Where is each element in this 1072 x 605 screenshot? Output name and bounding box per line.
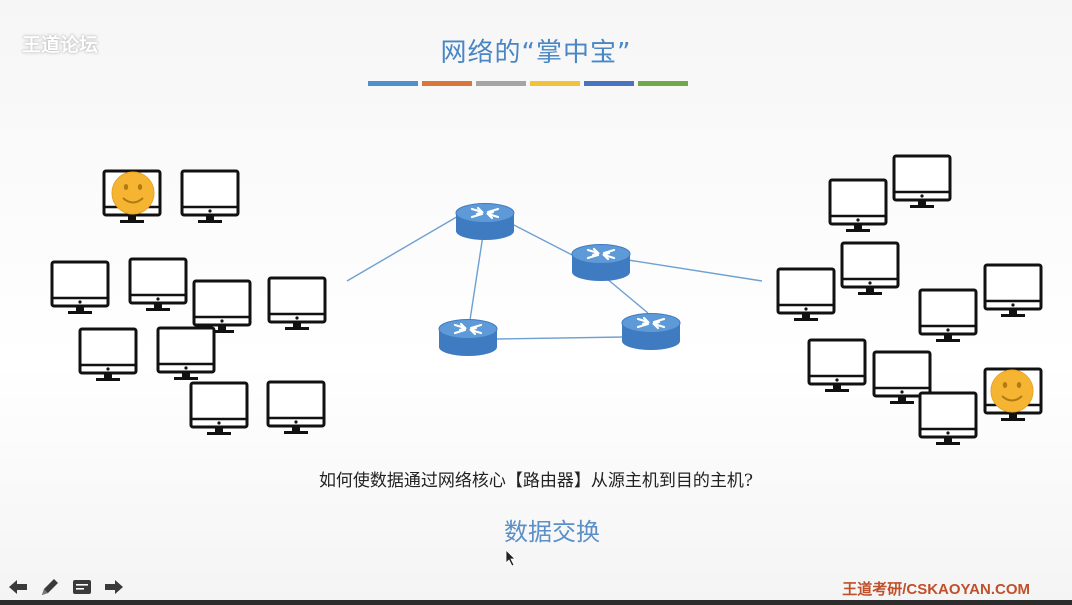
- host-computer-icon: [78, 327, 138, 383]
- title-bar-segment: [476, 81, 526, 86]
- host-computer-icon: [807, 338, 867, 394]
- brand-logo: 王道论坛: [22, 34, 99, 56]
- title-bar-segment: [584, 81, 634, 86]
- host-computer-icon: [918, 288, 978, 344]
- smiley-icon: [990, 369, 1034, 413]
- title-bar-segment: [638, 81, 688, 86]
- link-line: [346, 214, 461, 282]
- host-computer-icon: [189, 381, 249, 437]
- link-line: [627, 259, 763, 282]
- smiley-icon: [111, 171, 155, 215]
- router-icon: [620, 312, 682, 352]
- host-computer-icon: [918, 391, 978, 447]
- router-icon: [570, 243, 632, 283]
- host-computer-icon: [266, 380, 326, 436]
- slide-title: 网络的“掌中宝”: [440, 38, 632, 68]
- title-bar-segment: [368, 81, 418, 86]
- link-line: [605, 277, 649, 314]
- pen-icon[interactable]: [36, 574, 64, 600]
- slide-question: 如何使数据通过网络核心【路由器】从源主机到目的主机?: [318, 471, 754, 491]
- link-lines: [346, 214, 763, 340]
- host-computer-icon: [983, 263, 1043, 319]
- host-computer-icon: [892, 154, 952, 210]
- host-computer-icon: [828, 178, 888, 234]
- slide-toolbar: [4, 574, 128, 600]
- mouse-cursor-icon: [505, 549, 516, 567]
- host-computer-icon: [180, 169, 240, 225]
- title-bar-segment: [422, 81, 472, 86]
- watermark: 王道考研/CSKAOYAN.COM: [842, 581, 1030, 598]
- host-computer-icon: [267, 276, 327, 332]
- host-computer-icon: [128, 257, 188, 313]
- title-bar-segment: [530, 81, 580, 86]
- link-line: [507, 221, 579, 259]
- link-line: [496, 336, 626, 340]
- host-computer-icon: [776, 267, 836, 323]
- menu-icon[interactable]: [68, 574, 96, 600]
- host-computer-icon: [840, 241, 900, 297]
- next-arrow-icon[interactable]: [100, 574, 128, 600]
- router-icon: [454, 202, 516, 242]
- slide-answer: 数据交换: [504, 518, 600, 546]
- router-icon: [437, 318, 499, 358]
- bottom-strip: [0, 600, 1072, 605]
- host-computer-icon: [156, 326, 216, 382]
- host-computer-icon: [50, 260, 110, 316]
- prev-arrow-icon[interactable]: [4, 574, 32, 600]
- host-computer-icon: [192, 279, 252, 335]
